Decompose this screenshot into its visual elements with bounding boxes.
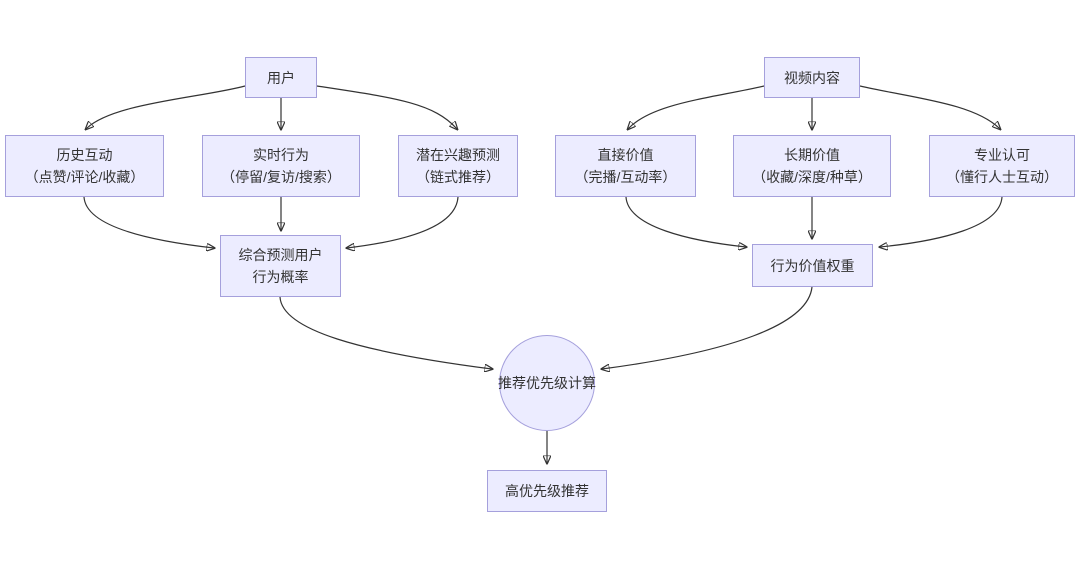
node-direct-subtitle: （完播/互动率）	[574, 169, 677, 185]
node-combined-subtitle: 行为概率	[252, 269, 309, 285]
node-potential-title: 潜在兴趣预测	[416, 147, 500, 163]
node-video-content: 视频内容	[764, 57, 860, 98]
edge-potential-combined	[347, 196, 459, 248]
node-realtime-title: 实时行为	[253, 147, 309, 163]
node-professional-title: 专业认可	[974, 147, 1030, 163]
node-combined-prediction: 综合预测用户 行为概率	[220, 235, 341, 297]
node-professional-recognition: 专业认可 （懂行人士互动）	[929, 135, 1075, 197]
node-weight-label: 行为价值权重	[770, 257, 855, 274]
node-high-priority-label: 高优先级推荐	[505, 483, 589, 499]
edge-direct-weight	[625, 196, 746, 247]
node-potential-interest: 潜在兴趣预测 （链式推荐）	[398, 135, 518, 197]
edge-weight-priority	[602, 286, 813, 369]
edge-video-direct	[628, 85, 765, 129]
node-behavior-value-weight: 行为价值权重	[752, 244, 873, 287]
node-realtime-behavior: 实时行为 （停留/复访/搜索）	[202, 135, 360, 197]
node-user: 用户	[245, 57, 317, 98]
node-realtime-subtitle: （停留/复访/搜索）	[221, 169, 341, 185]
node-combined-title: 综合预测用户	[238, 247, 323, 263]
node-history-title: 历史互动	[56, 147, 113, 163]
edge-user-history	[86, 85, 246, 129]
edge-video-professional	[859, 85, 1000, 129]
edge-professional-weight	[880, 196, 1003, 247]
edge-user-potential	[316, 85, 457, 129]
node-priority-label: 推荐优先级计算	[498, 375, 596, 391]
node-direct-value: 直接价值 （完播/互动率）	[555, 135, 696, 197]
node-professional-subtitle: （懂行人士互动）	[946, 169, 1058, 185]
node-priority-calculation: 推荐优先级计算	[498, 335, 596, 431]
node-history-subtitle: （点赞/评论/收藏）	[24, 169, 145, 185]
node-longterm-subtitle: （收藏/深度/种草）	[752, 169, 872, 185]
node-history-interaction: 历史互动 （点赞/评论/收藏）	[5, 135, 164, 197]
node-video-label: 视频内容	[784, 69, 840, 86]
node-user-label: 用户	[267, 69, 295, 86]
node-direct-title: 直接价值	[597, 147, 654, 163]
node-longterm-value: 长期价值 （收藏/深度/种草）	[733, 135, 891, 197]
node-potential-subtitle: （链式推荐）	[416, 169, 500, 185]
edge-history-combined	[83, 196, 214, 248]
node-longterm-title: 长期价值	[784, 147, 840, 163]
edge-combined-priority	[279, 296, 492, 369]
node-high-priority-recommendation: 高优先级推荐	[487, 470, 607, 512]
